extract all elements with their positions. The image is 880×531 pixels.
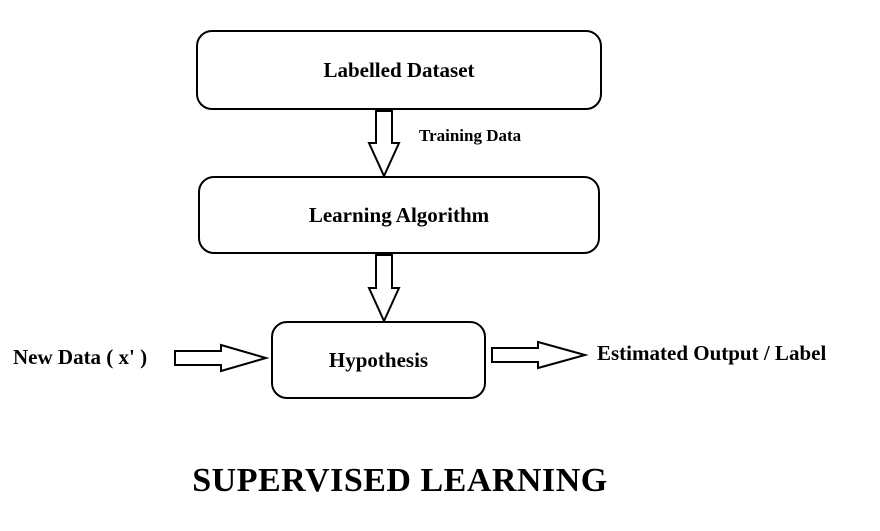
arrow-newdata-to-hypothesis: [174, 343, 270, 373]
arrow-hypothesis-to-output: [491, 340, 589, 370]
hypothesis-box: Hypothesis: [271, 321, 486, 399]
training-data-label: Training Data: [419, 126, 522, 145]
hypothesis-label: Hypothesis: [328, 347, 429, 372]
learning-algorithm-label: Learning Algorithm: [308, 202, 490, 227]
arrow-algorithm-to-hypothesis: [367, 254, 401, 324]
diagram-title: SUPERVISED LEARNING: [192, 462, 608, 499]
estimated-output-label: Estimated Output / Label: [597, 341, 827, 365]
arrow-dataset-to-algorithm: [367, 110, 401, 179]
learning-algorithm-box: Learning Algorithm: [198, 176, 600, 254]
labelled-dataset-box: Labelled Dataset: [196, 30, 602, 110]
new-data-label: New Data ( x' ): [13, 345, 148, 369]
labelled-dataset-label: Labelled Dataset: [323, 57, 475, 82]
